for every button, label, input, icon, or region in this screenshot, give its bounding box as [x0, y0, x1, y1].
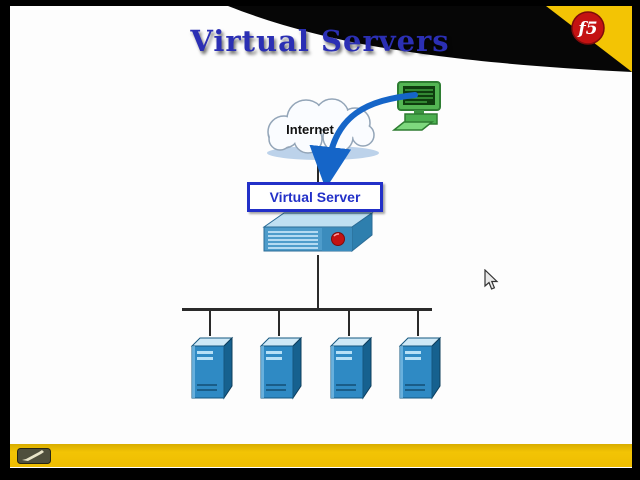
slide-title: Virtual Servers [190, 24, 450, 58]
annotation-pen-button[interactable] [17, 448, 51, 464]
pool-server [394, 310, 442, 400]
bigip-appliance-icon [262, 212, 374, 253]
pool-server [255, 310, 303, 400]
virtual-server-box: Virtual Server [247, 182, 383, 212]
pool-server-icon [398, 336, 442, 400]
mouse-cursor-icon [484, 269, 499, 290]
server-stub-connector [209, 310, 211, 336]
client-computer-icon [392, 81, 441, 131]
server-pool [186, 310, 442, 400]
internet-label: Internet [286, 122, 334, 137]
server-stub-connector [416, 310, 419, 336]
bottom-bar [10, 444, 632, 467]
server-stub-connector [347, 310, 350, 336]
server-stub-connector [278, 310, 281, 336]
traffic-arrow-icon [309, 92, 418, 189]
virtual-server-label: Virtual Server [269, 189, 361, 205]
pen-icon [22, 450, 44, 461]
pool-server-icon [329, 336, 372, 400]
pool-server [186, 310, 234, 400]
bus-line [182, 308, 432, 311]
keyboard-icon [392, 121, 435, 131]
pool-server-icon [190, 336, 234, 400]
pool-server-icon [260, 336, 303, 400]
pool-server [325, 310, 373, 400]
vs-to-bus-connector [317, 255, 319, 309]
